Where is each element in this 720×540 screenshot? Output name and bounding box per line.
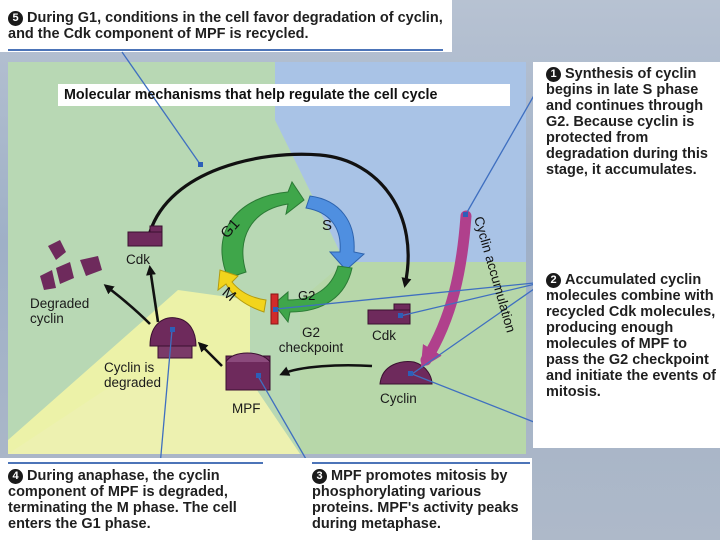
step4-number: 4 [8, 469, 23, 484]
title-banner [58, 84, 510, 106]
right-caption-panel [533, 62, 720, 448]
degraded-cyclin-fragments [40, 240, 102, 290]
pointer-dots [170, 162, 468, 378]
g2-checkpoint-label: G2 checkpoint [278, 325, 344, 355]
g1-arrow [221, 180, 305, 279]
cdk-left-label: Cdk [126, 252, 151, 267]
yellow-region-lower [8, 380, 300, 454]
outer-cycle-arc [148, 152, 412, 288]
bottom-caption-panel [0, 458, 532, 540]
step4-text: During anaphase, the cyclin component of… [8, 468, 237, 532]
phase-g2-label: G2 [298, 288, 315, 303]
cyclin-is-degraded-label: Cyclin is degraded [104, 360, 162, 390]
light-green-region [300, 262, 526, 454]
cdk-right-molecule [367, 303, 411, 325]
step3-number: 3 [312, 469, 327, 484]
mpf-label: MPF [232, 401, 261, 416]
step5-number: 5 [8, 11, 23, 26]
cyclin-molecule [379, 361, 433, 385]
m-arrow [217, 269, 267, 313]
step1-text: Synthesis of cyclin begins in late S pha… [546, 66, 708, 178]
step2-text: Accumulated cyclin molecules combine wit… [546, 272, 716, 400]
background-regions [8, 62, 526, 454]
step5-rule [8, 49, 443, 51]
pointer-lines [121, 51, 545, 467]
diagram-title: Molecular mechanisms that help regulate … [64, 87, 438, 103]
cyclin-label: Cyclin [380, 391, 417, 406]
cdk-right-label: Cdk [372, 328, 397, 343]
arrow-mpf-to-degraded [103, 284, 151, 325]
cdk-left-molecule [127, 225, 163, 247]
degraded-cyclin-label: Degraded cyclin [30, 296, 90, 326]
step5-text: During G1, conditions in the cell favor … [8, 10, 443, 42]
phase-s-label: S [322, 217, 332, 234]
mpf-molecule [225, 352, 271, 391]
bottom-rule-left [8, 462, 263, 464]
step2-number: 2 [546, 273, 561, 288]
arrow-mpf-to-cdk [146, 265, 160, 323]
arrow-mpf-to-left [197, 341, 223, 367]
step3-text: MPF promotes mitosis by phosphorylating … [312, 468, 519, 532]
arrow-cyclin-to-mpf [279, 363, 373, 376]
cyclin-accumulation-arrow [420, 210, 472, 369]
bottom-rule-right [312, 462, 530, 464]
step1-number: 1 [546, 67, 561, 82]
